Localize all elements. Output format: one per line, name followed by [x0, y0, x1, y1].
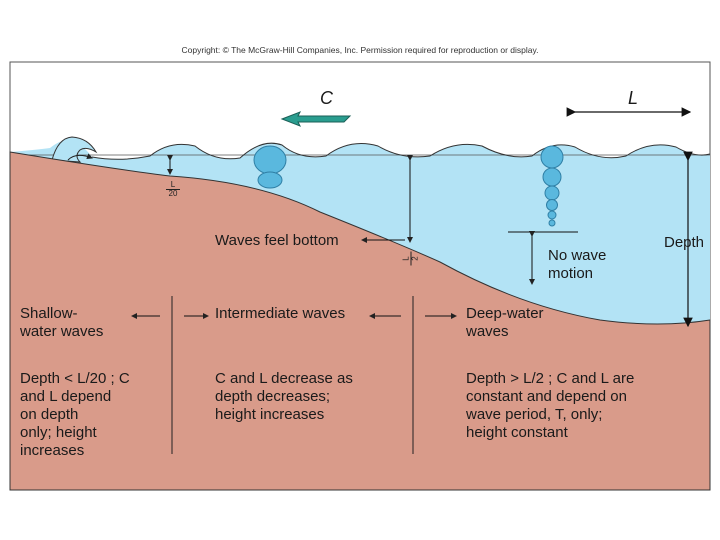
breaking-wave — [51, 136, 98, 163]
fraction-l20: L 20 — [166, 181, 180, 198]
feel-bottom-label: Waves feel bottom — [215, 232, 339, 249]
zone-deep-desc-4: height constant — [466, 424, 568, 441]
zone-shallow-title-2: water waves — [20, 323, 104, 340]
breaking-curl-arrow — [67, 153, 93, 161]
zone-deep-desc-1: Depth > L/2 ; C and L are — [466, 370, 635, 387]
orbit-large — [253, 145, 287, 175]
zone-deep-desc-3: wave period, T, only; — [466, 406, 603, 423]
fraction-l20-num: L — [166, 181, 180, 190]
zone-shallow-title-1: Shallow- — [20, 305, 78, 322]
deep-orbit-4 — [546, 199, 558, 211]
fraction-l20-den: 20 — [168, 189, 178, 198]
zone-shallow-desc-2: and L depend — [20, 388, 112, 405]
zone-deep-desc-2: constant and depend on — [466, 388, 627, 405]
wavelength-label: L — [628, 88, 639, 108]
deep-orbit-6 — [548, 219, 556, 227]
deep-orbit-1 — [540, 145, 564, 169]
zone-shallow-desc-1: Depth < L/20 ; C — [20, 370, 130, 387]
zone-shallow-desc-5: increases — [20, 442, 85, 459]
copyright-notice: Copyright: © The McGraw-Hill Companies, … — [181, 45, 539, 55]
zone-intermediate-desc-3: height increases — [215, 406, 325, 423]
deep-orbit-2 — [542, 167, 562, 187]
fraction-l2: L 2 — [402, 251, 420, 266]
wave-speed-arrow — [280, 111, 352, 127]
wave-surface — [91, 142, 711, 160]
zone-intermediate-desc-1: C and L decrease as — [215, 370, 353, 387]
zone-intermediate-title: Intermediate waves — [215, 305, 346, 322]
zone-deep-title-2: waves — [466, 323, 509, 340]
zone-intermediate-desc-2: depth decreases; — [215, 388, 331, 405]
deep-orbit-3 — [544, 185, 560, 201]
deep-orbit-5 — [547, 210, 557, 220]
fraction-l2-den: 2 — [410, 256, 420, 261]
zone-shallow-desc-3: on depth — [20, 406, 79, 423]
orbit-small — [257, 171, 283, 189]
wave-speed-label: C — [320, 88, 333, 108]
no-motion-label-1: No wave — [548, 247, 607, 264]
depth-label: Depth — [664, 234, 705, 251]
zone-shallow-desc-4: only; height — [20, 424, 97, 441]
seafloor — [9, 151, 711, 491]
no-motion-label-2: motion — [548, 265, 594, 282]
zone-deep-title-1: Deep-water — [466, 305, 544, 322]
